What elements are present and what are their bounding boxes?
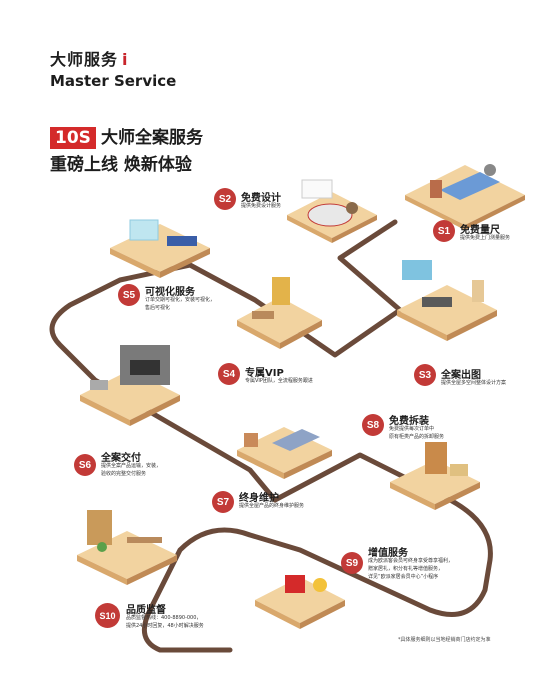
step-desc: 提供免费上门测量服务 (460, 235, 511, 241)
step-badge: S9 (341, 552, 363, 574)
step-title: 全案交付 (101, 453, 141, 464)
step-badge: S2 (214, 188, 236, 210)
scene-disassembly (390, 442, 480, 510)
hero-badge: 10S (50, 127, 96, 149)
scene-drawings (397, 260, 497, 341)
step-title: 可视化服务 (145, 287, 195, 298)
step-title: 全案出图 (441, 370, 481, 381)
scene-delivery (80, 345, 180, 426)
step-desc: 提供免费设计服务 (241, 203, 282, 209)
step-badge: S1 (433, 220, 455, 242)
step-badge: S10 (95, 603, 120, 628)
info-icon: i (122, 50, 129, 69)
step-desc: 成为欧派客会员可终身享受尊享福利， (368, 558, 454, 564)
scene-visualization (110, 219, 210, 278)
step-title: 免费拆装 (389, 416, 429, 427)
scene-design (287, 179, 377, 243)
step-badge: S3 (414, 364, 436, 386)
scene-maintenance (237, 427, 332, 479)
step-badge: S6 (74, 454, 96, 476)
step-desc: 赠家居礼，积分有礼等增值服务， (368, 566, 444, 572)
step-desc: 订单交期可视化，安装可视化， (145, 297, 216, 303)
step-badge: S5 (118, 284, 140, 306)
scene-quality (77, 510, 177, 585)
step-badge: S4 (218, 363, 240, 385)
step-desc: 售后可视化 (145, 305, 171, 311)
scene-vip (237, 277, 322, 349)
scene-value-added (255, 575, 345, 629)
step-badge: S8 (362, 414, 384, 436)
step-desc: 专属VIP团队，全流程服务跟进 (245, 378, 313, 384)
step-title: 终身维护 (239, 493, 279, 504)
step-title: 增值服务 (368, 548, 408, 559)
step-badge: S7 (212, 491, 234, 513)
step-title: 免费设计 (241, 193, 281, 204)
hero-line-1: 10S 大师全案服务 (50, 123, 203, 149)
step-title: 品质监督 (126, 605, 166, 616)
step-desc: 原有柜类产品的拆卸服务 (389, 434, 445, 440)
step-desc: 提供全屋多空间整体设计方案 (441, 380, 507, 386)
step-title: 专属VIP (245, 368, 284, 379)
step-title: 免费量尺 (460, 225, 500, 236)
step-desc: 提供24小时回复，48小时解决服务 (126, 623, 204, 629)
footnote: *具体服务细则以当地经销商门店约定为准 (398, 637, 491, 643)
step-desc: 验收的完整交付服务 (101, 471, 147, 477)
scene-measure-room (405, 164, 525, 230)
title-en: Master Service (50, 72, 177, 90)
step-desc: 品质监督热线：400-8890-000， (126, 615, 202, 621)
step-desc: 提供全屋产品的终身维护服务 (239, 503, 305, 509)
hero-line-2: 重磅上线 焕新体验 (50, 155, 192, 175)
step-desc: 提供全案产品运输，安装， (101, 463, 162, 469)
step-desc: 详见“欧派家居会员中心”小程序 (368, 574, 439, 580)
step-desc: 免费提供每次订单中 (389, 426, 435, 432)
